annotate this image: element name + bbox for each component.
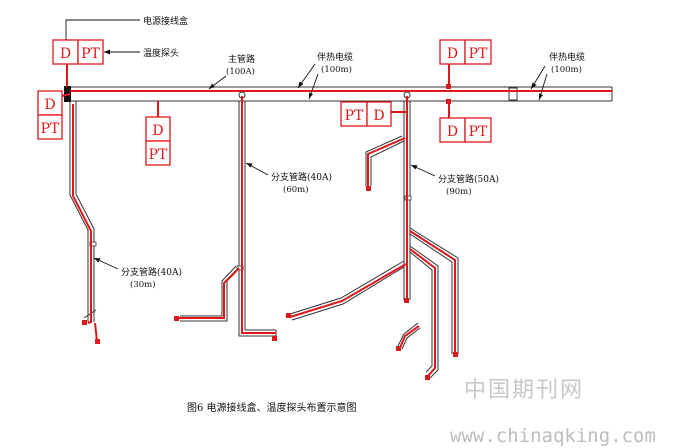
branch-cable-40a-30m [72,104,92,324]
label-temp-probe: 温度探头 [143,47,179,59]
figure-caption: 图6 电源接线盒、温度探头布置示意图 [187,401,357,414]
svg-text:PT: PT [469,46,488,62]
label-branch-40a-60m: 分支管路(40A) [271,171,332,183]
branch-pipe-50a-90m [289,91,459,379]
temp-probe-box-pt [77,39,104,65]
pipe-joint [508,87,518,101]
junction-box-probe-top-left: D PT [52,39,104,87]
label-branch-50a-90m-length: (90m) [446,186,472,197]
probe-connection-marker [446,84,451,89]
junction-box-probe-mid-left: D PT [145,101,171,166]
cable-end-marker [286,313,291,318]
power-junction-box-d [37,90,63,116]
svg-text:D: D [447,124,458,140]
cable-end-marker [272,336,277,341]
cable-end-marker [366,186,371,191]
label-heat-cable-2-length: (100m) [551,64,582,75]
junction-box-probe-bottom-right: D PT [439,104,492,143]
probe-connection-marker [446,99,451,104]
branch-cable-40a-60m [241,96,276,334]
cable-end-marker [174,316,179,321]
label-branch-40a-30m: 分支管路(40A) [121,266,182,278]
svg-text:PT: PT [469,124,488,140]
leader-line-junction-box [65,19,140,40]
junction-box-probe-top-right: D PT [439,39,492,85]
watermark-cn: 中国期刊网 [464,378,584,403]
power-junction-box-d [439,117,466,143]
label-main-pipe: 主管路 [228,53,255,65]
label-heat-cable-1-length: (100m) [321,64,352,75]
svg-text:D: D [373,108,384,124]
branch-pipe-40a-30m [69,101,97,322]
cable-end-marker [453,352,458,357]
temp-probe-box-pt [464,117,492,143]
svg-text:PT: PT [41,121,60,137]
label-branch-50a-90m: 分支管路(50A) [438,173,499,185]
power-junction-box-d [439,39,466,65]
branch-pipe-40a-60m [180,91,277,337]
junction-box-probe-branch-50a: PT D [340,101,407,127]
temp-probe-box-pt [464,39,492,65]
svg-text:PT: PT [345,108,364,124]
temp-probe-box-pt [37,114,63,140]
junction-box-probe-left: D PT [37,90,71,140]
power-junction-box-d [145,116,171,142]
cable-end-marker [396,346,401,351]
main-pipe [64,86,613,102]
watermark-url: www.chinaqking.com [450,425,656,447]
svg-text:D: D [44,97,55,113]
label-branch-40a-30m-length: (30m) [130,279,156,290]
cable-end-marker [82,320,87,325]
label-main-pipe-size: (100A) [226,66,255,77]
cable-end-marker [95,339,100,344]
svg-text:PT: PT [149,147,168,163]
power-junction-box-d [52,39,79,65]
label-branch-40a-60m-length: (60m) [283,184,309,195]
power-junction-box-d [366,101,392,127]
temp-probe-box-pt [145,140,171,166]
label-heat-cable-2: 伴热电缆 [549,51,585,63]
svg-text:D: D [152,123,163,139]
svg-text:D: D [447,46,458,62]
cable-end-marker [425,375,430,380]
label-junction-box: 电源接线盒 [143,15,188,27]
svg-text:D: D [60,46,71,62]
label-heat-cable-1: 伴热电缆 [317,51,353,63]
cable-end-marker [404,298,409,303]
svg-text:PT: PT [81,46,100,62]
